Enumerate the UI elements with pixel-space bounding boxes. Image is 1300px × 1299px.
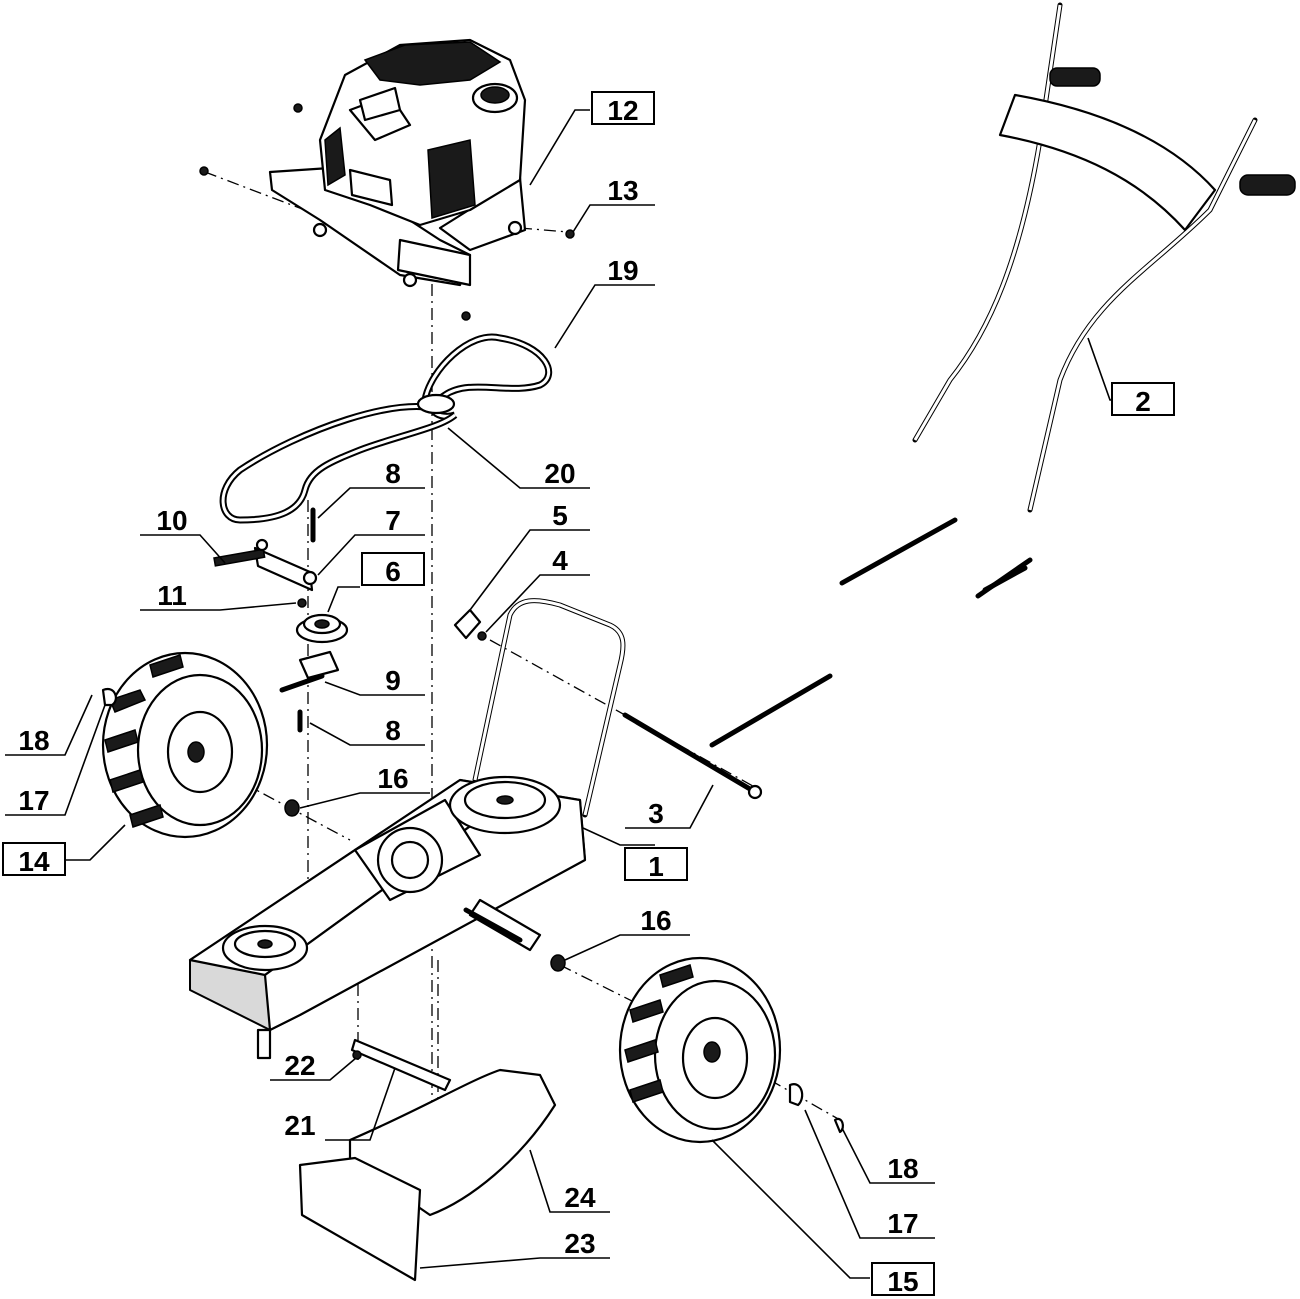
svg-text:2: 2 (1135, 386, 1151, 417)
label-10: 10 (156, 505, 187, 536)
label-6: 6 (361, 552, 425, 587)
label-5: 5 (552, 500, 568, 531)
svg-text:12: 12 (607, 95, 638, 126)
label-22: 22 (284, 1050, 315, 1081)
label-9: 9 (385, 665, 401, 696)
label-2: 2 (1111, 382, 1175, 417)
svg-text:1: 1 (648, 851, 664, 882)
svg-text:14: 14 (18, 846, 50, 877)
label-24: 24 (564, 1182, 596, 1213)
svg-text:15: 15 (887, 1266, 918, 1297)
label-17-right: 17 (887, 1208, 918, 1239)
label-21: 21 (284, 1110, 315, 1141)
tensioner-parts (213, 507, 487, 733)
shield-parts (298, 1038, 557, 1282)
leader-lines (5, 109, 1140, 1279)
label-7: 7 (385, 505, 401, 536)
label-14: 14 (2, 842, 66, 877)
label-1: 1 (624, 847, 688, 882)
control-rods (622, 517, 1033, 800)
label-18-left: 18 (18, 725, 49, 756)
label-16-left: 16 (377, 763, 408, 794)
label-18-right: 18 (887, 1153, 918, 1184)
label-23: 23 (564, 1228, 595, 1259)
handlebar (912, 2, 1296, 513)
part-labels: 1 2 3 4 5 6 7 8 8 9 10 11 12 13 14 15 (2, 91, 1175, 1297)
drive-belts (219, 333, 553, 524)
left-wheel (101, 651, 300, 839)
label-8-bottom: 8 (385, 715, 401, 746)
engine (199, 38, 575, 321)
label-11: 11 (157, 580, 187, 611)
label-19: 19 (607, 255, 638, 286)
label-4: 4 (552, 545, 568, 576)
right-wheel (550, 954, 844, 1144)
svg-text:6: 6 (385, 556, 401, 587)
label-13: 13 (607, 175, 638, 206)
label-20: 20 (544, 458, 575, 489)
label-15: 15 (871, 1262, 935, 1297)
label-3: 3 (648, 798, 664, 829)
label-17-left: 17 (18, 785, 49, 816)
label-8-top: 8 (385, 458, 401, 489)
label-16-right: 16 (640, 905, 671, 936)
label-12: 12 (591, 91, 655, 126)
chassis-frame (188, 598, 626, 1060)
